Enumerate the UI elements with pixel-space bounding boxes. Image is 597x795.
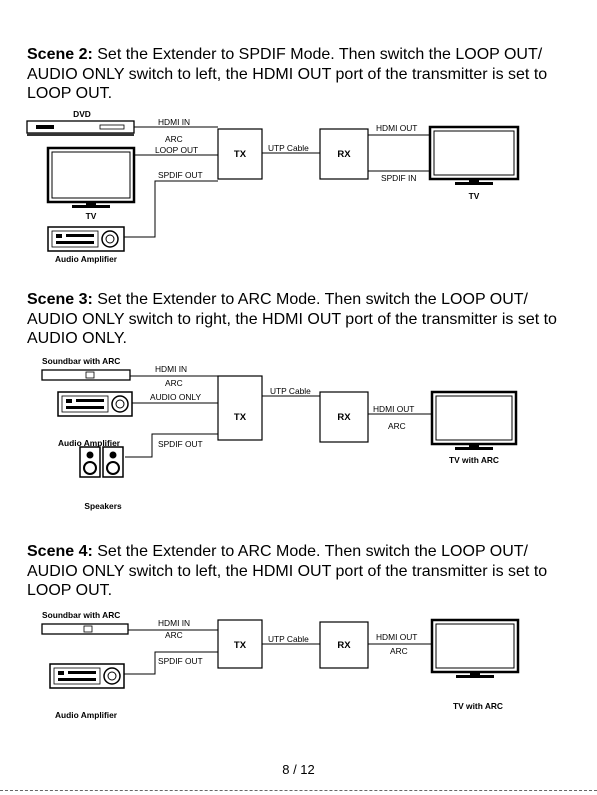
page-number: 8 / 12	[282, 762, 315, 777]
hdmi-in-label: HDMI IN	[158, 618, 190, 628]
rx-label: RX	[337, 412, 351, 423]
tx-box	[217, 128, 263, 180]
tx-label: TX	[234, 640, 247, 651]
tx-box	[217, 619, 263, 669]
scene2-paragraph: Scene 2: Set the Extender to SPDIF Mode.…	[27, 45, 572, 104]
speakers-label: Speakers	[84, 501, 122, 511]
spdif-out-label: SPDIF OUT	[158, 656, 203, 666]
scene4-text: Set the Extender to ARC Mode. Then switc…	[27, 543, 548, 599]
speakers-icon	[79, 446, 124, 478]
amp-label: Audio Amplifier	[55, 254, 118, 264]
rx-label: RX	[337, 640, 351, 651]
amp-label: Audio Amplifier	[58, 438, 121, 448]
soundbar-icon	[41, 369, 131, 381]
arc-label: ARC	[165, 134, 183, 144]
tx-box	[217, 375, 263, 441]
loop-out-label: LOOP OUT	[155, 145, 198, 155]
utp-label: UTP Cable	[270, 386, 311, 396]
audio-amplifier-icon	[47, 226, 125, 252]
tv-with-arc-icon	[430, 390, 518, 450]
page-bottom-divider	[0, 790, 597, 791]
scene3-diagram: Soundbar with ARC Audio Amplifier Speake…	[41, 356, 518, 511]
tx-label: TX	[234, 149, 247, 160]
tv-left-icon	[46, 146, 136, 208]
tv-left-label: TV	[86, 211, 97, 221]
arc-right-label: ARC	[388, 421, 406, 431]
scene3-paragraph: Scene 3: Set the Extender to ARC Mode. T…	[27, 290, 572, 349]
scene3-text: Set the Extender to ARC Mode. Then switc…	[27, 291, 557, 347]
tv-with-arc-label: TV with ARC	[449, 455, 499, 465]
arc-label: ARC	[165, 630, 183, 640]
hdmi-out-label: HDMI OUT	[373, 404, 414, 414]
spdif-in-label: SPDIF IN	[381, 173, 416, 183]
scene2-text: Set the Extender to SPDIF Mode. Then swi…	[27, 46, 548, 102]
soundbar-label: Soundbar with ARC	[42, 356, 120, 366]
arc-label: ARC	[165, 378, 183, 388]
rx-box	[319, 621, 369, 669]
audio-amplifier-icon	[57, 391, 133, 417]
tx-label: TX	[234, 412, 247, 423]
utp-label: UTP Cable	[268, 634, 309, 644]
tv-right-icon	[428, 125, 520, 185]
arc-right-label: ARC	[390, 646, 408, 656]
hdmi-in-label: HDMI IN	[155, 364, 187, 374]
utp-label: UTP Cable	[268, 143, 309, 153]
amp-label: Audio Amplifier	[55, 710, 118, 720]
hdmi-in-label: HDMI IN	[158, 117, 190, 127]
scene3-heading: Scene 3:	[27, 291, 93, 308]
scene2-diagram: DVD TV Audio Amplifier HDMI IN ARC LOOP …	[26, 109, 520, 264]
rx-box	[319, 128, 369, 180]
spdif-out-label: SPDIF OUT	[158, 439, 203, 449]
scene2-heading: Scene 2:	[27, 46, 93, 63]
tv-with-arc-label: TV with ARC	[453, 701, 503, 711]
tv-right-label: TV	[469, 191, 480, 201]
audio-amplifier-icon	[49, 663, 125, 689]
rx-box	[319, 391, 369, 443]
spdif-out-label: SPDIF OUT	[158, 170, 203, 180]
hdmi-out-label: HDMI OUT	[376, 123, 417, 133]
dvd-player-icon	[26, 120, 135, 136]
scene4-heading: Scene 4:	[27, 543, 93, 560]
soundbar-icon	[41, 623, 129, 635]
soundbar-label: Soundbar with ARC	[42, 610, 120, 620]
audio-only-label: AUDIO ONLY	[150, 392, 201, 402]
dvd-label: DVD	[73, 109, 91, 119]
hdmi-out-label: HDMI OUT	[376, 632, 417, 642]
scene4-paragraph: Scene 4: Set the Extender to ARC Mode. T…	[27, 542, 572, 601]
scene4-diagram: Soundbar with ARC Audio Amplifier HDMI I…	[41, 610, 520, 720]
tv-with-arc-icon	[430, 618, 520, 678]
rx-label: RX	[337, 149, 351, 160]
